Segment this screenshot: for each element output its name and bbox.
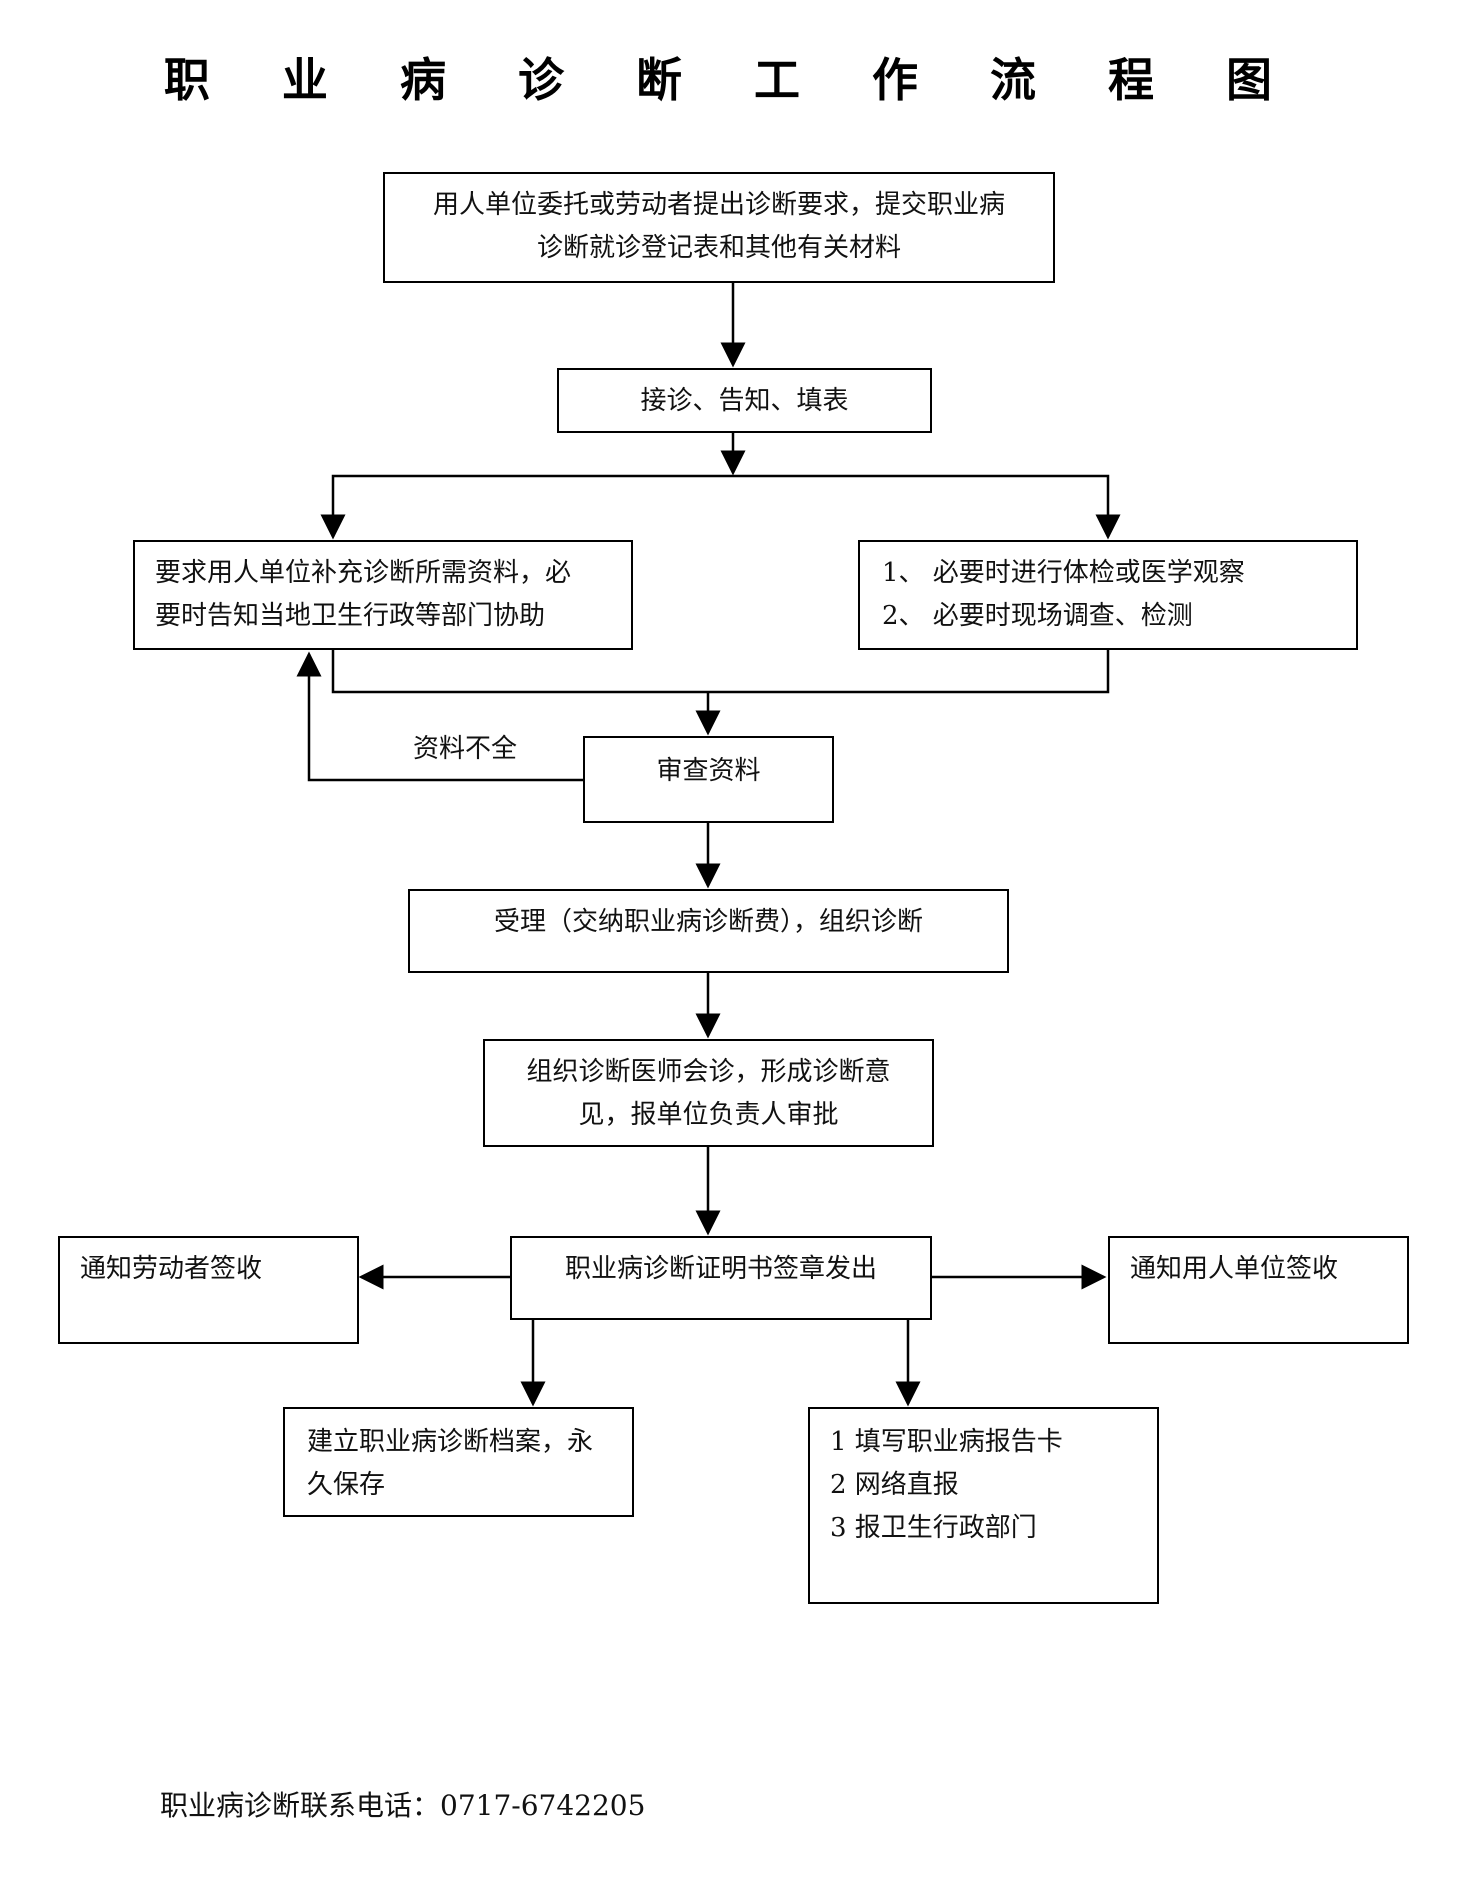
node-text-line: 职业病诊断证明书签章发出: [564, 1254, 877, 1284]
node-certificate: 职业病诊断证明书签章发出: [510, 1236, 932, 1320]
node-accept: 受理（交纳职业病诊断费），组织诊断: [408, 889, 1009, 973]
node-report: 1 填写职业病报告卡 2 网络直报 3 报卫生行政部门: [808, 1407, 1159, 1604]
node-text-line: 通知劳动者签收: [80, 1254, 263, 1284]
contact-phone-footer: 职业病诊断联系电话：0717-6742205: [160, 1789, 646, 1822]
node-notify-employer: 通知用人单位签收: [1108, 1236, 1409, 1344]
node-text-line: 建立职业病诊断档案，永: [307, 1427, 594, 1457]
node-text-line: 1、 必要时进行体检或医学观察: [882, 558, 1245, 588]
diagram-title: 职 业 病 诊 断 工 作 流 程 图: [163, 53, 1301, 107]
node-notify-worker: 通知劳动者签收: [58, 1236, 359, 1344]
node-exam: 1、 必要时进行体检或医学观察 2、 必要时现场调查、检测: [858, 540, 1358, 650]
node-text-line: 久保存: [307, 1470, 386, 1500]
node-text-line: 3 报卫生行政部门: [830, 1513, 1037, 1543]
node-text-line: 通知用人单位签收: [1130, 1254, 1339, 1284]
node-archive: 建立职业病诊断档案，永 久保存: [283, 1407, 634, 1517]
node-text-line: 1 填写职业病报告卡: [830, 1427, 1063, 1457]
node-text-line: 受理（交纳职业病诊断费），组织诊断: [493, 907, 923, 937]
node-text-line: 接诊、告知、填表: [640, 386, 849, 416]
node-start: 用人单位委托或劳动者提出诊断要求，提交职业病 诊断就诊登记表和其他有关材料: [383, 172, 1055, 283]
node-reception: 接诊、告知、填表: [557, 368, 932, 433]
node-review: 审查资料: [583, 736, 834, 823]
edge-merge-bar: [331, 650, 1110, 694]
edge-review-to-supplement: [296, 651, 583, 782]
edge-label-incomplete: 资料不全: [413, 734, 518, 764]
edge-split-to-supplement: [320, 474, 733, 540]
node-text-line: 见，报单位负责人审批: [578, 1100, 839, 1130]
node-text-line: 组织诊断医师会诊，形成诊断意: [526, 1057, 891, 1087]
node-text-line: 用人单位委托或劳动者提出诊断要求，提交职业病: [432, 190, 1005, 220]
node-text-line: 诊断就诊登记表和其他有关材料: [536, 233, 901, 263]
edge-split-to-exam: [733, 474, 1121, 540]
node-text-line: 2、 必要时现场调查、检测: [882, 601, 1193, 631]
node-text-line: 2 网络直报: [830, 1470, 959, 1500]
node-text-line: 要时告知当地卫生行政等部门协助: [155, 601, 546, 631]
node-supplement: 要求用人单位补充诊断所需资料，必 要时告知当地卫生行政等部门协助: [133, 540, 633, 650]
node-text-line: 要求用人单位补充诊断所需资料，必: [155, 558, 572, 588]
node-consult: 组织诊断医师会诊，形成诊断意 见，报单位负责人审批: [483, 1039, 934, 1147]
node-text-line: 审查资料: [656, 756, 761, 786]
